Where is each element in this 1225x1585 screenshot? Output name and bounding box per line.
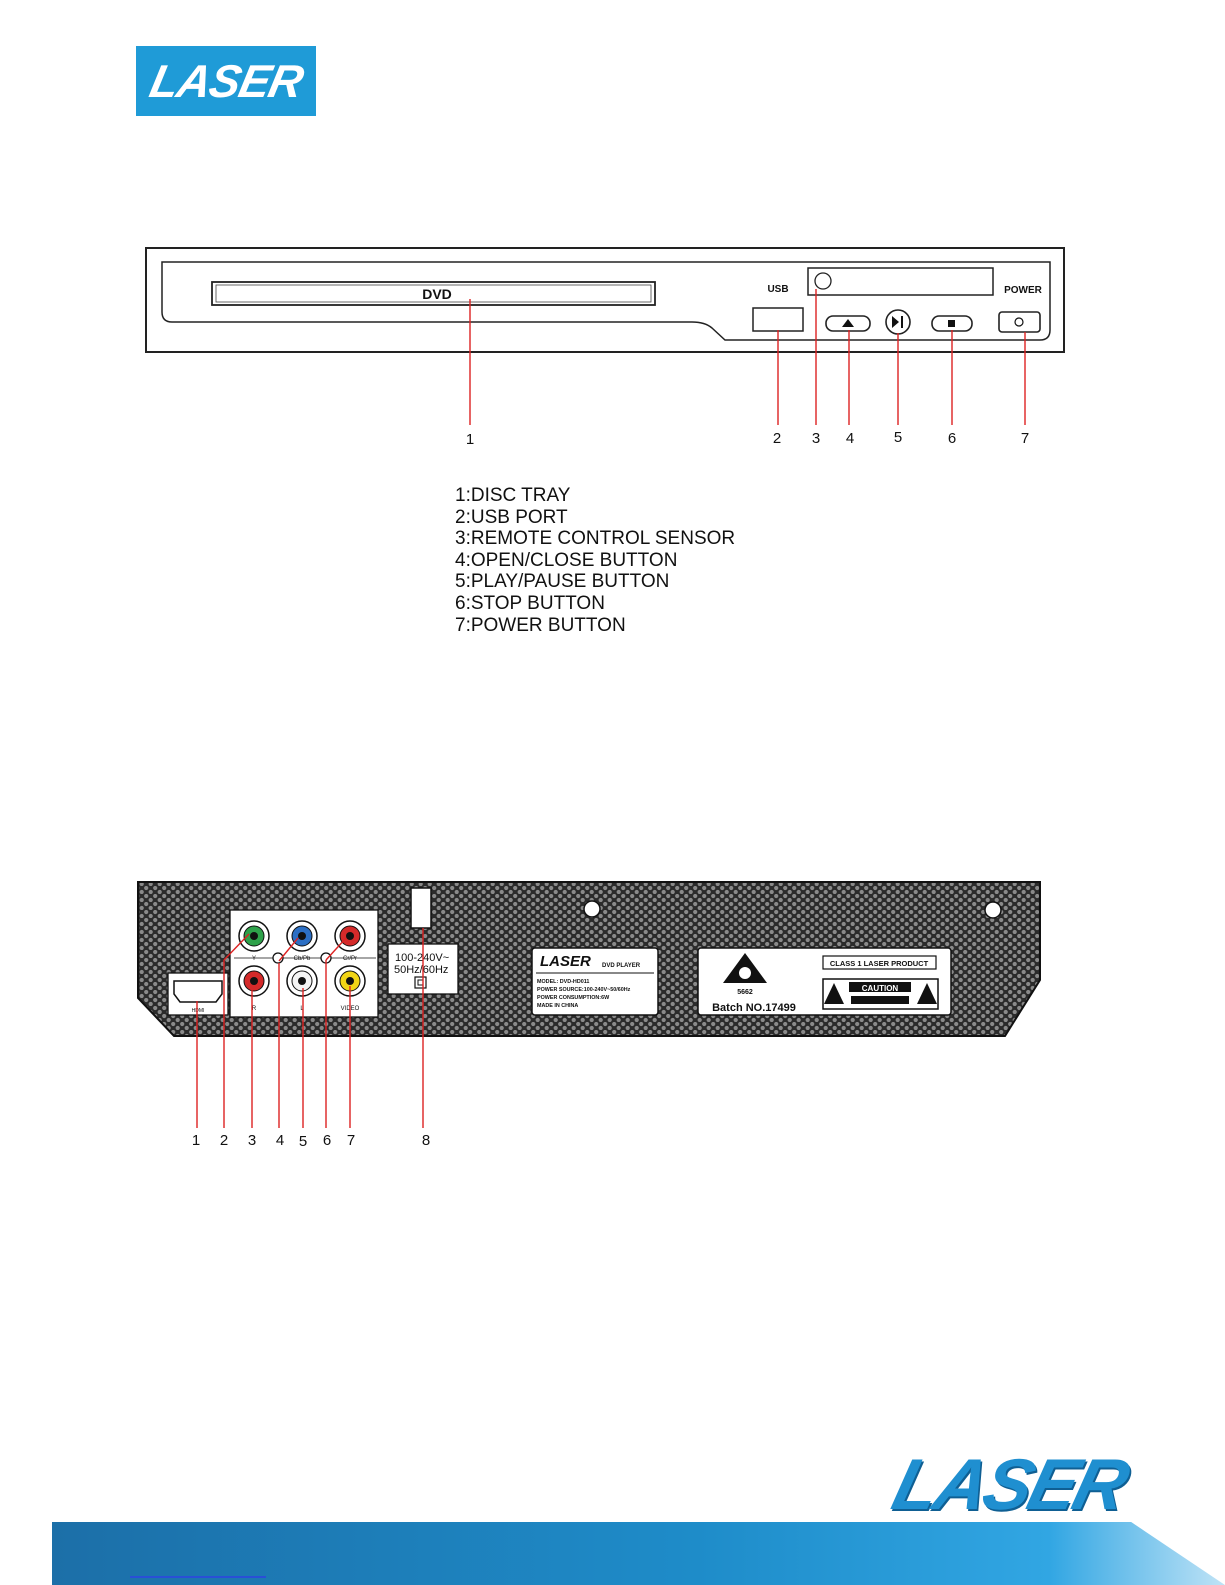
front-callout-1: 1 (466, 431, 474, 448)
footer-logo-text: LASER (885, 1445, 1135, 1525)
disc-tray-inner (215, 284, 652, 303)
disc-tray (211, 281, 656, 306)
rear-callout-8: 8 (422, 1132, 430, 1149)
hdmi-port (173, 980, 223, 1003)
power-rating-line-1: 100-240V~ (395, 952, 449, 964)
front-callout-2: 2 (773, 430, 781, 447)
double-insulation-icon (414, 976, 427, 989)
legend-item: 3:REMOTE CONTROL SENSOR (455, 528, 736, 550)
laser-logo-top: LASER (136, 46, 316, 116)
component-jacks (238, 920, 366, 952)
front-callout-4: 4 (846, 430, 854, 447)
rear-callout-1: 1 (192, 1132, 200, 1149)
legend-item: 2:USB PORT (455, 506, 568, 528)
y-label: Y (252, 956, 256, 962)
hdmi-label: HDMI (192, 1008, 205, 1014)
power-cord (410, 887, 432, 929)
brand-plate-product: DVD PLAYER (602, 963, 641, 969)
front-panel-body (145, 247, 1065, 353)
open-close-button (825, 315, 871, 332)
rear-callout-6: 6 (323, 1132, 331, 1149)
front-leader-lines (469, 289, 1026, 425)
brand-plate (531, 947, 659, 1016)
footer-link[interactable] (130, 1576, 266, 1578)
power-button (998, 311, 1041, 333)
rear-callout-2: 2 (220, 1132, 228, 1149)
front-callout-6: 6 (948, 430, 956, 447)
stop-icon (948, 320, 955, 327)
brand-plate-logo: LASER (540, 953, 591, 970)
front-panel-legend: 1:DISC TRAY 2:USB PORT 3:REMOTE CONTROL … (455, 485, 735, 636)
power-rating-line-2: 50Hz/60Hz (394, 964, 448, 976)
footer-bar (52, 1522, 1225, 1585)
compliance-mark-icon-center (739, 967, 751, 979)
class-label: CLASS 1 LASER PRODUCT (830, 959, 929, 968)
hazard-triangle-icon (824, 983, 844, 1004)
legend-item: 6:STOP BUTTON (455, 592, 605, 614)
power-icon (1014, 317, 1024, 327)
screw-hole (984, 901, 1002, 919)
legend-item: 5:PLAY/PAUSE BUTTON (455, 571, 670, 593)
caution-fine-print (851, 996, 909, 1004)
brand-plate-line: POWER CONSUMPTION:6W (537, 995, 610, 1001)
compliance-code: 5662 (737, 989, 753, 996)
brand-plate-line: MADE IN CHINA (537, 1003, 578, 1009)
rear-panel-diagram: HDMI Y Cb/Pb Cr/Pr R L VIDEO 100-240V~ 5 (137, 881, 1041, 1150)
front-panel-bezel (161, 261, 1051, 341)
caution-banner (849, 982, 911, 992)
cb-label: Cb/Pb (294, 956, 311, 962)
laser-logo-bottom: LASER (885, 1445, 1134, 1525)
front-callout-3: 3 (812, 430, 820, 447)
play-pause-icon (892, 316, 903, 328)
marker-ring (272, 952, 284, 964)
caution-text: CAUTION (862, 984, 899, 993)
screw-hole (583, 900, 601, 918)
cr-label: Cr/Pr (343, 956, 357, 962)
eject-icon (842, 319, 854, 327)
audio-video-jacks (238, 965, 366, 997)
legend-item: 7:POWER BUTTON (455, 614, 626, 636)
rear-callout-3: 3 (248, 1132, 256, 1149)
warning-triangle-icon (917, 983, 937, 1004)
class-label-box (822, 955, 937, 970)
r-label: R (252, 1006, 257, 1012)
rear-callout-4: 4 (276, 1132, 284, 1149)
rear-callout-5: 5 (299, 1133, 307, 1150)
disc-tray-label: DVD (422, 286, 452, 302)
remote-sensor (814, 272, 832, 290)
brand-plate-line: MODEL: DVD-HD011 (537, 979, 589, 985)
usb-label: USB (767, 284, 788, 295)
batch-number: Batch NO.17499 (712, 1002, 796, 1014)
front-callout-7: 7 (1021, 430, 1029, 447)
power-label: POWER (1004, 285, 1043, 296)
brand-plate-line: POWER SOURCE:100-240V~50/60Hz (537, 987, 631, 993)
front-callout-5: 5 (894, 429, 902, 446)
rear-callout-7: 7 (347, 1132, 355, 1149)
legend-item: 1:DISC TRAY (455, 485, 571, 506)
front-panel-diagram: DVD USB POWER 1 2 3 4 5 6 7 (145, 247, 1065, 448)
legend-item: 4:OPEN/CLOSE BUTTON (455, 549, 678, 571)
display-window (807, 267, 994, 296)
rear-leader-lines (196, 928, 424, 1128)
